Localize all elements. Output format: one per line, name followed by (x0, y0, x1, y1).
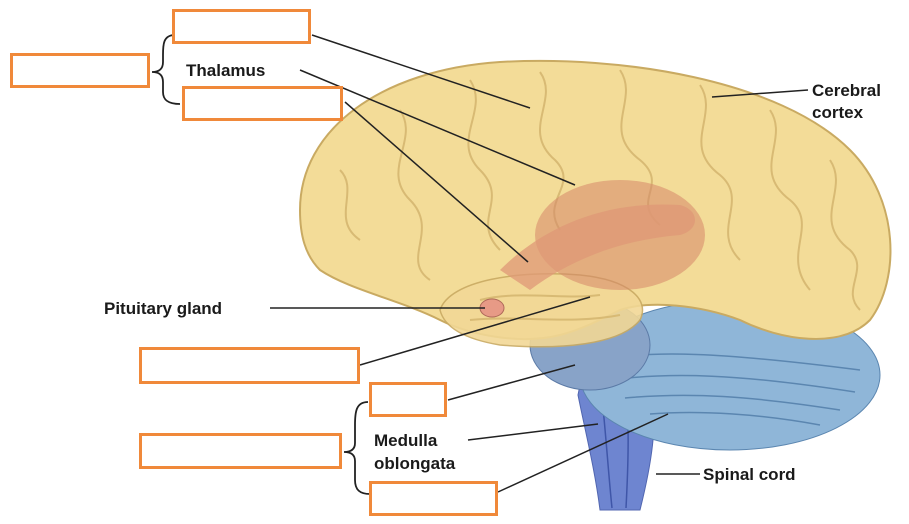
thalamus-label: Thalamus (186, 60, 265, 81)
brace-top (152, 35, 180, 104)
answer-box-5[interactable] (369, 382, 447, 417)
brace-bottom (344, 402, 370, 494)
pituitary-gland-label: Pituitary gland (104, 298, 222, 319)
answer-box-2[interactable] (10, 53, 150, 88)
answer-box-4[interactable] (139, 347, 360, 384)
answer-box-7[interactable] (369, 481, 498, 516)
cerebral-cortex-label-line1: Cerebral (812, 80, 881, 101)
answer-box-1[interactable] (172, 9, 311, 44)
leader-line-medulla (468, 424, 598, 440)
medulla-oblongata-label-line2: oblongata (374, 453, 455, 474)
answer-box-3[interactable] (182, 86, 343, 121)
cerebral-cortex-label-line2: cortex (812, 102, 863, 123)
answer-box-6[interactable] (139, 433, 342, 469)
medulla-oblongata-label-line1: Medulla (374, 430, 437, 451)
spinal-cord-label: Spinal cord (703, 464, 796, 485)
